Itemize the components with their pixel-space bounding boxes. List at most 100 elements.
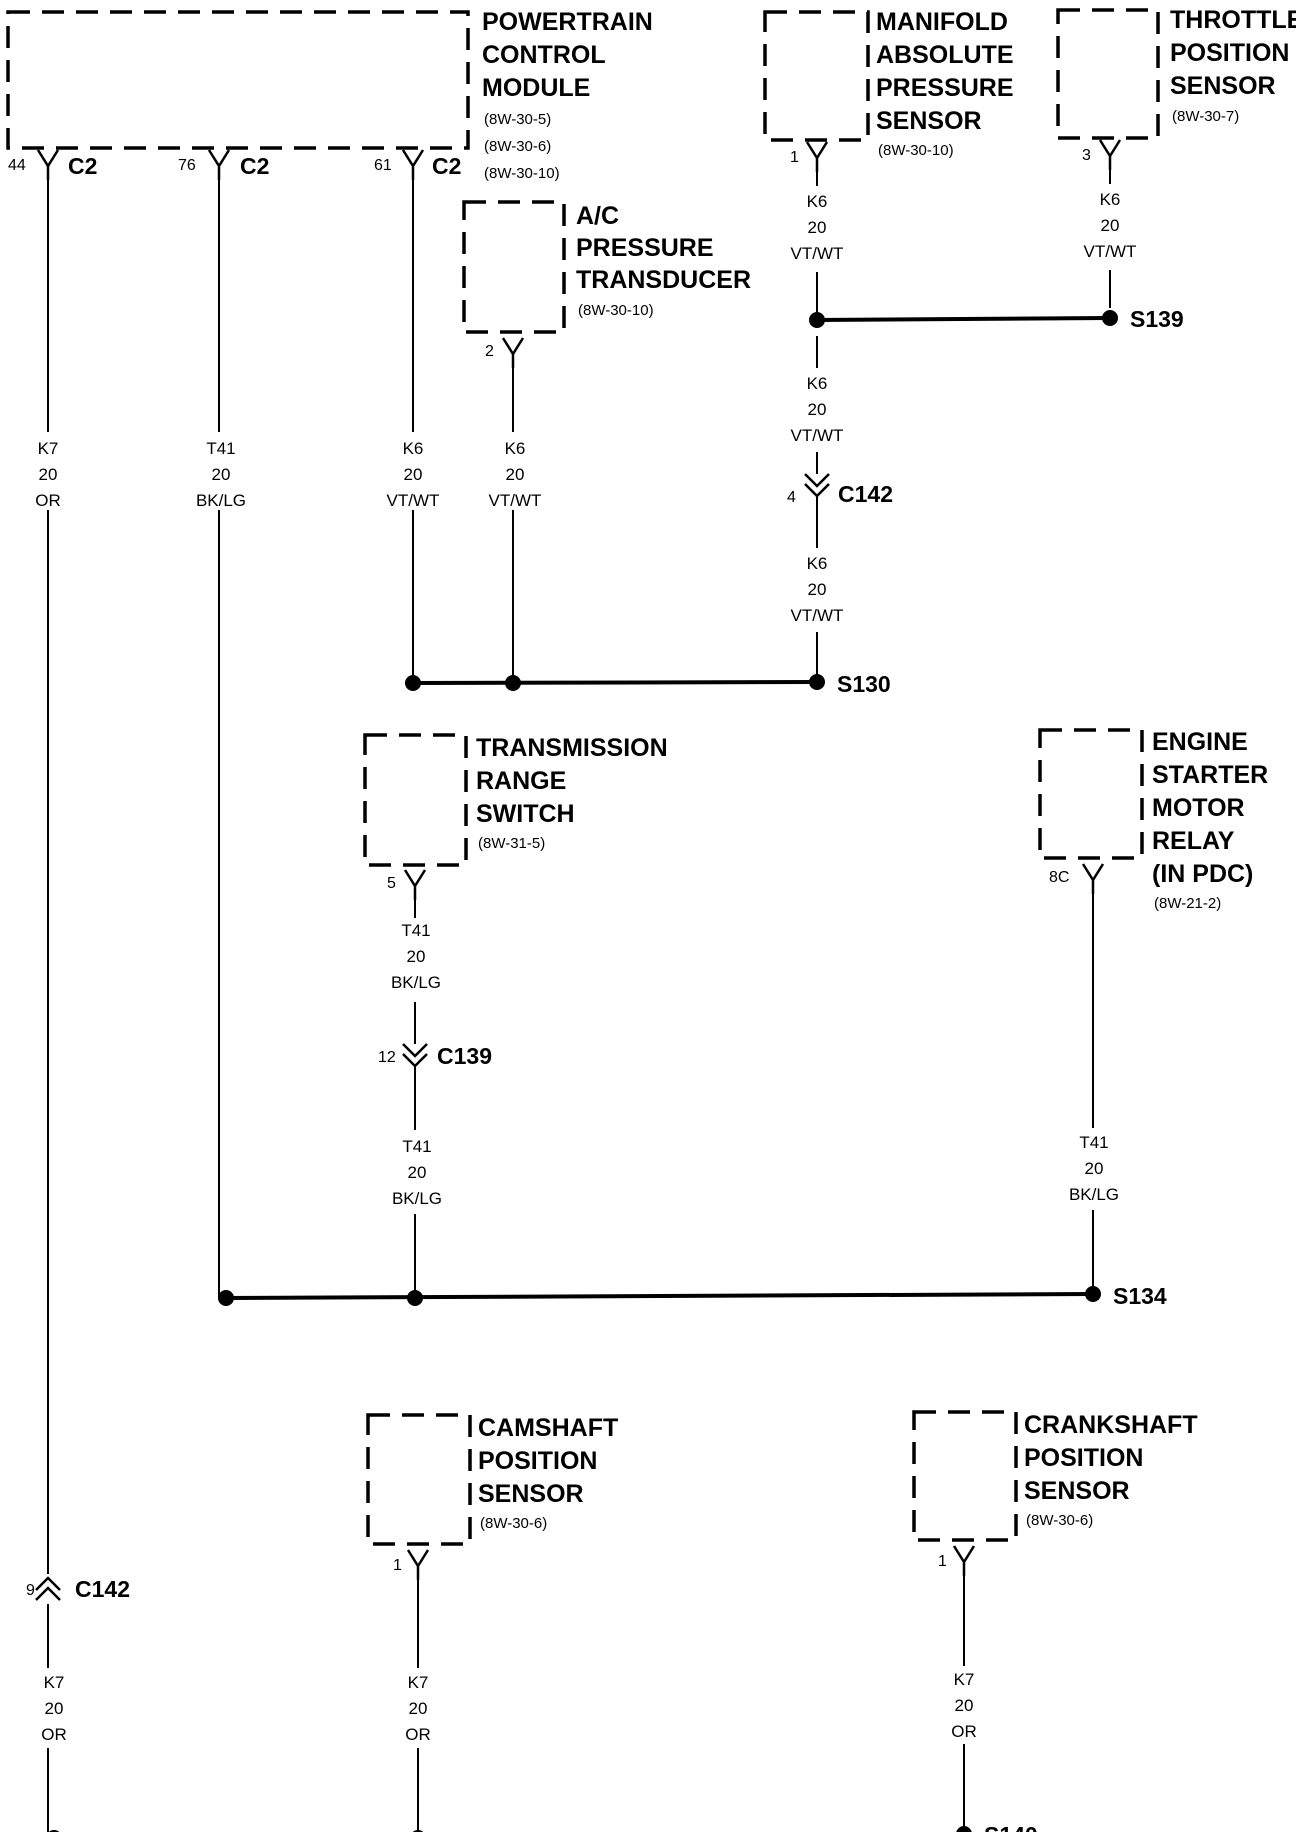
svg-text:POWERTRAIN: POWERTRAIN	[482, 8, 653, 36]
svg-text:SENSOR: SENSOR	[478, 1480, 584, 1508]
pin-tps: 3	[1082, 147, 1091, 164]
svg-text:(8W-30-6): (8W-30-6)	[484, 138, 551, 155]
wire-label-t41-pcm: T41 20 BK/LG	[196, 439, 246, 510]
connector-c139-symbol	[402, 1043, 428, 1068]
svg-text:STARTER: STARTER	[1152, 761, 1268, 789]
splice-dot-k6-pcm	[405, 675, 421, 691]
svg-text:K6: K6	[1100, 190, 1121, 209]
pin-ac: 2	[485, 343, 494, 360]
splice-label-s130: S130	[837, 671, 891, 697]
svg-text:VT/WT: VT/WT	[489, 491, 542, 510]
splice-dot-s130	[809, 674, 825, 690]
svg-text:K6: K6	[505, 439, 526, 458]
svg-text:CAMSHAFT: CAMSHAFT	[478, 1414, 618, 1442]
svg-text:MANIFOLD: MANIFOLD	[876, 8, 1008, 36]
pcm-title: POWERTRAIN CONTROL MODULE (8W-30-5) (8W-…	[482, 8, 653, 182]
svg-text:20: 20	[808, 400, 827, 419]
terminal-trs	[403, 869, 427, 900]
svg-text:T41: T41	[401, 921, 430, 940]
connector-c139: C139	[437, 1043, 492, 1069]
pin-cmp: 1	[393, 1557, 402, 1574]
svg-text:(8W-30-6): (8W-30-6)	[480, 1515, 547, 1532]
svg-text:(8W-30-10): (8W-30-10)	[484, 165, 560, 182]
svg-text:20: 20	[404, 465, 423, 484]
svg-text:POSITION: POSITION	[1024, 1444, 1143, 1472]
svg-text:VT/WT: VT/WT	[791, 426, 844, 445]
svg-text:CONTROL: CONTROL	[482, 41, 606, 69]
svg-text:POSITION: POSITION	[1170, 39, 1289, 67]
ac-transducer-box	[462, 200, 566, 334]
svg-text:OR: OR	[41, 1725, 67, 1744]
svg-text:CRANKSHAFT: CRANKSHAFT	[1024, 1411, 1198, 1439]
wire-label-k6-tps: K6 20 VT/WT	[1084, 190, 1137, 261]
svg-text:OR: OR	[405, 1725, 431, 1744]
svg-text:RELAY: RELAY	[1152, 827, 1235, 855]
svg-text:T41: T41	[206, 439, 235, 458]
svg-text:PRESSURE: PRESSURE	[876, 74, 1014, 102]
splice-dot-s140	[956, 1826, 972, 1832]
svg-text:20: 20	[1085, 1159, 1104, 1178]
svg-text:VT/WT: VT/WT	[791, 244, 844, 263]
svg-text:BK/LG: BK/LG	[391, 973, 441, 992]
svg-text:A/C: A/C	[576, 202, 619, 230]
svg-text:SENSOR: SENSOR	[1024, 1477, 1130, 1505]
pin-ckp: 1	[938, 1553, 947, 1570]
pin-pcm-44: 44	[8, 157, 26, 174]
terminal-cmp	[406, 1549, 430, 1580]
connector-c2-61: C2	[432, 153, 461, 179]
map-sensor-box	[763, 10, 870, 142]
svg-text:T41: T41	[1079, 1133, 1108, 1152]
splice-dot-s134	[1085, 1286, 1101, 1302]
wire-label-k6-ac: K6 20 VT/WT	[489, 439, 542, 510]
svg-text:(8W-30-10): (8W-30-10)	[578, 302, 654, 319]
trs-box	[363, 733, 468, 867]
svg-text:ABSOLUTE: ABSOLUTE	[876, 41, 1014, 69]
svg-text:K7: K7	[408, 1673, 429, 1692]
svg-text:20: 20	[409, 1699, 428, 1718]
svg-text:(8W-21-2): (8W-21-2)	[1154, 895, 1221, 912]
svg-text:SENSOR: SENSOR	[876, 107, 982, 135]
svg-text:(8W-30-10): (8W-30-10)	[878, 142, 954, 159]
terminal-pcm-44	[36, 149, 60, 180]
svg-text:K7: K7	[954, 1670, 975, 1689]
svg-text:(8W-30-7): (8W-30-7)	[1172, 108, 1239, 125]
bus-s139	[816, 316, 1111, 322]
svg-text:OR: OR	[951, 1722, 977, 1741]
svg-text:K6: K6	[807, 192, 828, 211]
connector-c142-upper: C142	[838, 481, 893, 507]
terminal-pcm-61	[401, 149, 425, 180]
svg-text:20: 20	[808, 218, 827, 237]
svg-text:ENGINE: ENGINE	[1152, 728, 1248, 756]
wire-label-k6-pcm: K6 20 VT/WT	[387, 439, 440, 510]
splice-dot-s139	[1102, 310, 1118, 326]
svg-text:20: 20	[506, 465, 525, 484]
ckp-sensor-box	[912, 1410, 1018, 1542]
svg-text:SWITCH: SWITCH	[476, 800, 575, 828]
pin-map: 1	[790, 149, 799, 166]
wire-label-k6-map: K6 20 VT/WT	[791, 192, 844, 263]
terminal-ac	[501, 337, 525, 368]
pin-relay: 8C	[1049, 869, 1069, 886]
wire-label-k6-low: K6 20 VT/WT	[791, 554, 844, 625]
svg-text:TRANSMISSION: TRANSMISSION	[476, 734, 668, 762]
bus-s134	[225, 1292, 1094, 1300]
relay-box	[1038, 728, 1144, 860]
terminal-pcm-76	[207, 149, 231, 180]
svg-text:20: 20	[408, 1163, 427, 1182]
cmp-sensor-title: CAMSHAFT POSITION SENSOR (8W-30-6)	[478, 1414, 618, 1532]
svg-text:K6: K6	[403, 439, 424, 458]
map-sensor-title: MANIFOLD ABSOLUTE PRESSURE SENSOR (8W-30…	[876, 8, 1014, 159]
connector-c142-lower: C142	[75, 1576, 130, 1602]
svg-text:(8W-30-5): (8W-30-5)	[484, 111, 551, 128]
svg-text:BK/LG: BK/LG	[196, 491, 246, 510]
wire-label-t41-trs: T41 20 BK/LG	[391, 921, 441, 992]
svg-text:20: 20	[1101, 216, 1120, 235]
wire-label-k7-ckp: K7 20 OR	[951, 1670, 977, 1741]
splice-label-s134: S134	[1113, 1283, 1167, 1309]
splice-dot-t41-trs	[407, 1290, 423, 1306]
svg-text:THROTTLE: THROTTLE	[1170, 6, 1296, 34]
svg-text:20: 20	[45, 1699, 64, 1718]
svg-text:VT/WT: VT/WT	[791, 606, 844, 625]
svg-text:BK/LG: BK/LG	[392, 1189, 442, 1208]
